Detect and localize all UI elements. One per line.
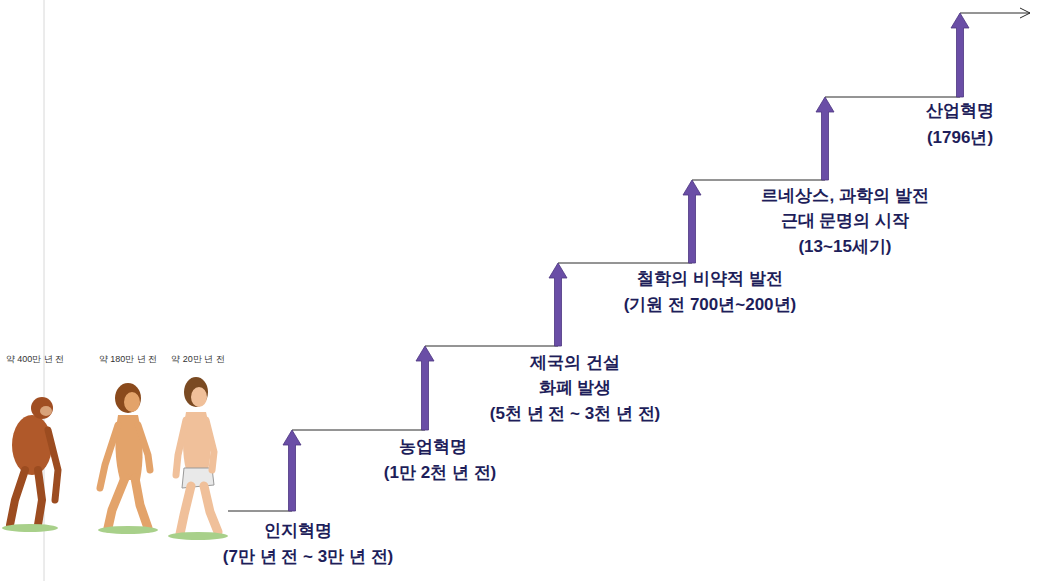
step-line [425, 346, 558, 347]
milestone-label: 근대 문명의 시작 [781, 212, 909, 231]
milestone-label: 인지혁명 [264, 522, 332, 541]
milestone-label: 화폐 발생 [539, 379, 612, 398]
modern-human-figure [168, 377, 228, 540]
step-line [292, 430, 425, 431]
milestone-label: (1796년) [927, 129, 993, 148]
step-arrow [283, 430, 301, 511]
ape-figure [2, 397, 58, 532]
milestone-label: (기원 전 700년~200년) [624, 296, 796, 315]
milestone-label: (1만 2천 년 전) [384, 464, 496, 483]
timeline-arrowhead [1020, 8, 1030, 18]
era-caption: 약 400만 년 전 [6, 355, 65, 365]
era-caption: 약 180만 년 전 [99, 355, 158, 365]
step-line [228, 511, 292, 512]
step-arrow [816, 97, 834, 180]
step-line [960, 13, 1030, 14]
milestone-label: 산업혁명 [926, 102, 994, 121]
step-arrow [416, 346, 434, 430]
early-human-figure [98, 383, 158, 534]
milestone-label: (5천 년 전 ~ 3천 년 전) [490, 405, 661, 424]
step-arrow [951, 13, 969, 97]
milestone-label: 제국의 건설 [530, 354, 620, 373]
era-caption: 약 20만 년 전 [171, 355, 225, 365]
step-arrow [683, 180, 701, 263]
milestone-label: 철학의 비약적 발전 [637, 270, 782, 289]
step-line [692, 180, 825, 181]
milestone-label: (13~15세기) [798, 238, 891, 257]
step-line [558, 263, 692, 264]
milestone-label: 르네상스, 과학의 발전 [761, 187, 928, 206]
milestone-label: 농업혁명 [399, 438, 467, 457]
step-line [825, 97, 960, 98]
step-arrow [549, 263, 567, 346]
milestone-label: (7만 년 전 ~ 3만 년 전) [223, 548, 394, 567]
